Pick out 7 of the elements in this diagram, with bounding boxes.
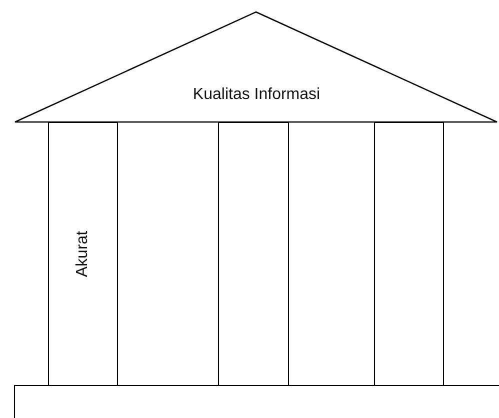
pillar-label: Akurat — [74, 230, 92, 278]
roof-triangle — [14, 11, 499, 123]
pillar-box — [374, 122, 444, 386]
pillar-box — [48, 122, 118, 386]
pillar-box — [218, 122, 289, 386]
roof-title: Kualitas Informasi — [192, 86, 320, 104]
base-box — [14, 385, 499, 418]
